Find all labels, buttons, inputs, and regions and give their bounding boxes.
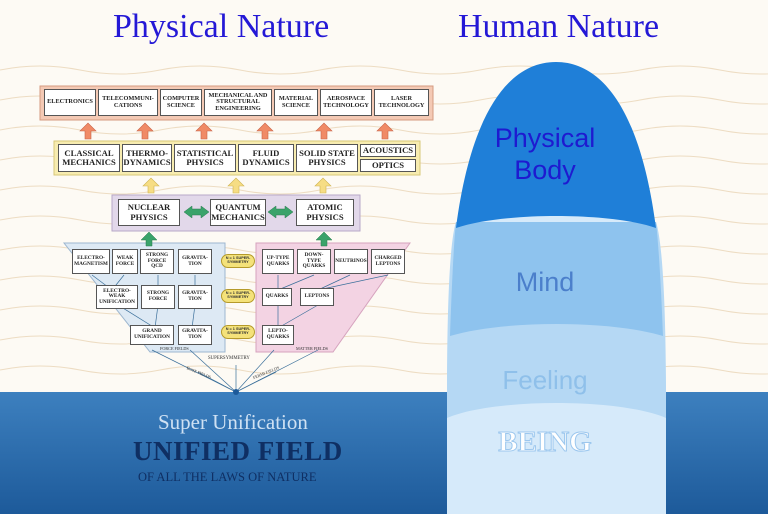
box-aerospace-technology: AEROSPACE TECHNOLOGY <box>320 89 372 116</box>
box-thermodynamics: THERMO- DYNAMICS <box>122 144 172 172</box>
symmetry-link-1: N = 1 SUPER- SYMMETRY <box>221 254 255 268</box>
box-quarks: QUARKS <box>262 288 292 306</box>
box-telecommunications: TELECOMMUNI- CATIONS <box>98 89 158 116</box>
box-nuclear-physics: NUCLEAR PHYSICS <box>118 199 180 226</box>
box-material-science: MATERIAL SCIENCE <box>274 89 318 116</box>
box-strong-force: STRONG FORCE <box>141 285 175 309</box>
box-strong-force-qcd: STRONG FORCE QCD <box>140 249 174 274</box>
level-being: BEING <box>498 426 592 459</box>
box-down-type-quarks: DOWN- TYPE QUARKS <box>297 249 331 274</box>
box-electroweak-unification: ELECTRO- WEAK UNIFICATION <box>96 285 138 309</box>
box-electromagnetism: ELECTRO- MAGNETISM <box>72 249 110 274</box>
symmetry-link-3: N = 1 SUPER- SYMMETRY <box>221 325 255 339</box>
super-unification-text: Super Unification <box>158 410 308 434</box>
arrows-to-applications <box>79 122 394 140</box>
human-nature-title: Human Nature <box>458 8 660 45</box>
symmetry-link-2: N = 1 SUPER- SYMMETRY <box>221 289 255 303</box>
level-mind: Mind <box>515 267 575 297</box>
box-solid-state-physics: SOLID STATE PHYSICS <box>296 144 358 172</box>
supersymmetry-label: SUPERSYMMETRY <box>208 356 250 361</box>
box-classical-mechanics: CLASSICAL MECHANICS <box>58 144 120 172</box>
box-gravitation-1: GRAVITA- TION <box>178 249 212 274</box>
box-quantum-mechanics: QUANTUM MECHANICS <box>210 199 266 226</box>
box-laser-technology: LASER TECHNOLOGY <box>374 89 429 116</box>
box-mechanical-engineering: MECHANICAL AND STRUCTURAL ENGINEERING <box>204 89 272 116</box>
physical-nature-title: Physical Nature <box>113 8 330 45</box>
box-charged-leptons: CHARGED LEPTONS <box>371 249 405 274</box>
box-computer-science: COMPUTER SCIENCE <box>160 89 202 116</box>
arrows-to-quantum <box>140 205 333 247</box>
box-leptons: LEPTONS <box>300 288 334 306</box>
box-grand-unification: GRAND UNIFICATION <box>130 325 174 345</box>
box-neutrinos: NEUTRINOS <box>334 249 368 274</box>
box-weak-force: WEAK FORCE <box>112 249 138 274</box>
level-feeling: Feeling <box>502 365 588 395</box>
unified-field-origin <box>233 389 239 395</box>
unification-tree-lines <box>91 274 389 393</box>
box-gravitation-2: GRAVITA- TION <box>178 285 212 309</box>
unified-field-text: UNIFIED FIELD <box>133 436 343 466</box>
box-acoustics: ACOUSTICS <box>360 144 416 157</box>
box-leptoquarks: LEPTO- QUARKS <box>262 325 294 345</box>
all-laws-text: OF ALL THE LAWS OF NATURE <box>138 470 317 484</box>
box-electronics: ELECTRONICS <box>44 89 96 116</box>
box-atomic-physics: ATOMIC PHYSICS <box>296 199 354 226</box>
human-nature-bell <box>447 62 666 514</box>
box-statistical-physics: STATISTICAL PHYSICS <box>174 144 236 172</box>
box-fluid-dynamics: FLUID DYNAMICS <box>238 144 294 172</box>
box-gravitation-3: GRAVITA- TION <box>178 325 212 345</box>
matter-fields-label: MATTER FIELDS <box>296 346 328 351</box>
box-optics: OPTICS <box>360 159 416 172</box>
box-up-type-quarks: UP-TYPE QUARKS <box>262 249 294 274</box>
force-fields-label: FORCE FIELDS <box>160 346 189 351</box>
level-physical-body: Physical Body <box>494 123 596 186</box>
arrows-to-classical <box>142 177 332 194</box>
